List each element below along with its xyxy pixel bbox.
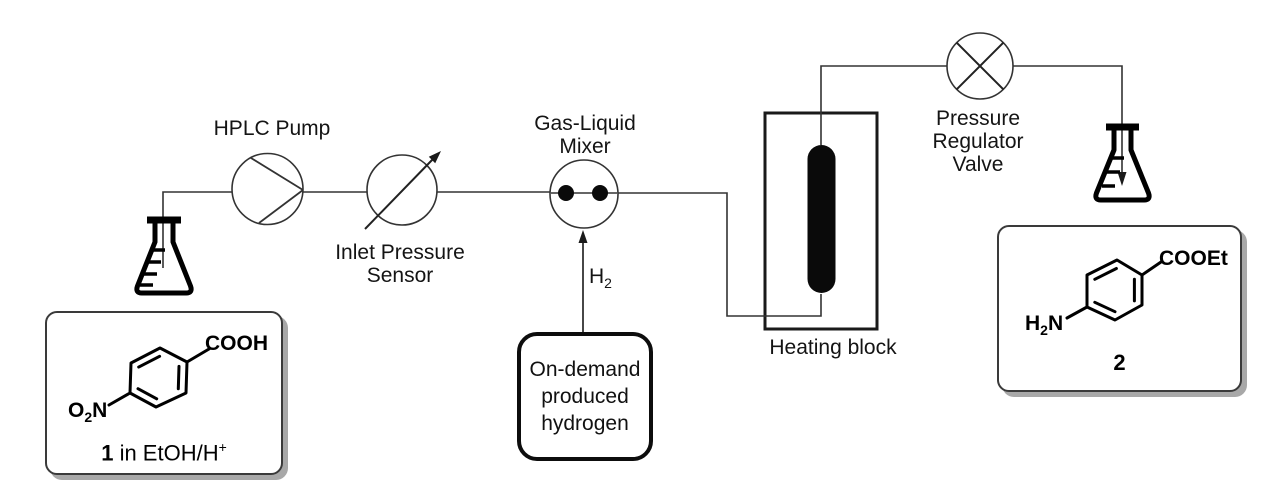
cooet-group-label: COOEt	[1159, 247, 1228, 270]
nitro-group-label: O2N	[68, 399, 107, 425]
hydrogen-box-line3: hydrogen	[541, 412, 629, 435]
amine-group-label: H2N	[1025, 312, 1063, 338]
feed-line	[162, 191, 232, 268]
amine-n: N	[1047, 312, 1064, 335]
sensor-label-line1: Inlet Pressure	[335, 241, 465, 264]
product-caption: 2	[1113, 350, 1126, 375]
hydrogen-box-line2: produced	[541, 385, 629, 408]
amine-subscript: 2	[1040, 322, 1048, 339]
hydrogen-source-box: On-demand produced hydrogen	[517, 332, 653, 461]
hydrogen-inlet-arrow	[578, 230, 588, 332]
mixer-label-line2: Mixer	[559, 135, 611, 158]
h2-subscript: 2	[604, 275, 612, 292]
product-flask-icon	[1093, 123, 1152, 203]
pressure-regulator-valve-label: Pressure Regulator Valve	[898, 107, 1058, 176]
aminobenzoate-structure	[1065, 258, 1163, 322]
nitro-n: N	[92, 399, 108, 422]
valve-label-line2: Regulator	[932, 130, 1024, 153]
nitro-o: O	[68, 399, 85, 422]
hydrogen-box-line1: On-demand	[529, 358, 641, 381]
reactant-caption: 1 in EtOH/H+	[47, 439, 281, 466]
product-structure-box: COOEt H2N 2	[997, 225, 1242, 392]
reactant-structure-box: COOH O2N 1 in EtOH/H+	[45, 311, 283, 475]
amine-h: H	[1025, 312, 1041, 335]
heater-to-valve-line	[820, 65, 947, 145]
nitrobenzoic-acid-structure	[107, 346, 211, 409]
compound-1-number: 1	[101, 440, 114, 466]
hplc-pump-label: HPLC Pump	[213, 117, 331, 140]
mixer-to-heater-line	[618, 192, 822, 317]
valve-label-line3: Valve	[952, 153, 1004, 176]
inlet-pressure-sensor-label: Inlet Pressure Sensor	[320, 241, 480, 287]
reactor-cartridge	[807, 145, 836, 293]
heating-block-label: Heating block	[769, 336, 897, 359]
pressure-regulator-valve-symbol	[946, 32, 1014, 100]
valve-to-flask-line	[1013, 65, 1123, 177]
valve-label-line1: Pressure	[935, 107, 1021, 130]
sensor-label-line2: Sensor	[366, 264, 434, 287]
reactant-solvent-text: in EtOH/H	[113, 440, 219, 466]
gas-liquid-mixer-symbol	[549, 159, 619, 229]
hplc-pump-symbol	[231, 152, 304, 226]
acid-superscript: +	[218, 439, 227, 455]
h2-symbol: H	[589, 265, 605, 288]
mixer-label-line1: Gas-Liquid	[534, 112, 636, 135]
cooh-group-label: COOH	[205, 332, 268, 355]
outlet-arrowhead	[1117, 172, 1127, 186]
gas-liquid-mixer-label: Gas-Liquid Mixer	[505, 112, 665, 158]
nitro-subscript: 2	[84, 409, 93, 426]
h2-label: H2	[589, 265, 612, 291]
pressure-sensor-symbol	[364, 151, 441, 230]
reactant-flask-icon	[134, 216, 194, 296]
